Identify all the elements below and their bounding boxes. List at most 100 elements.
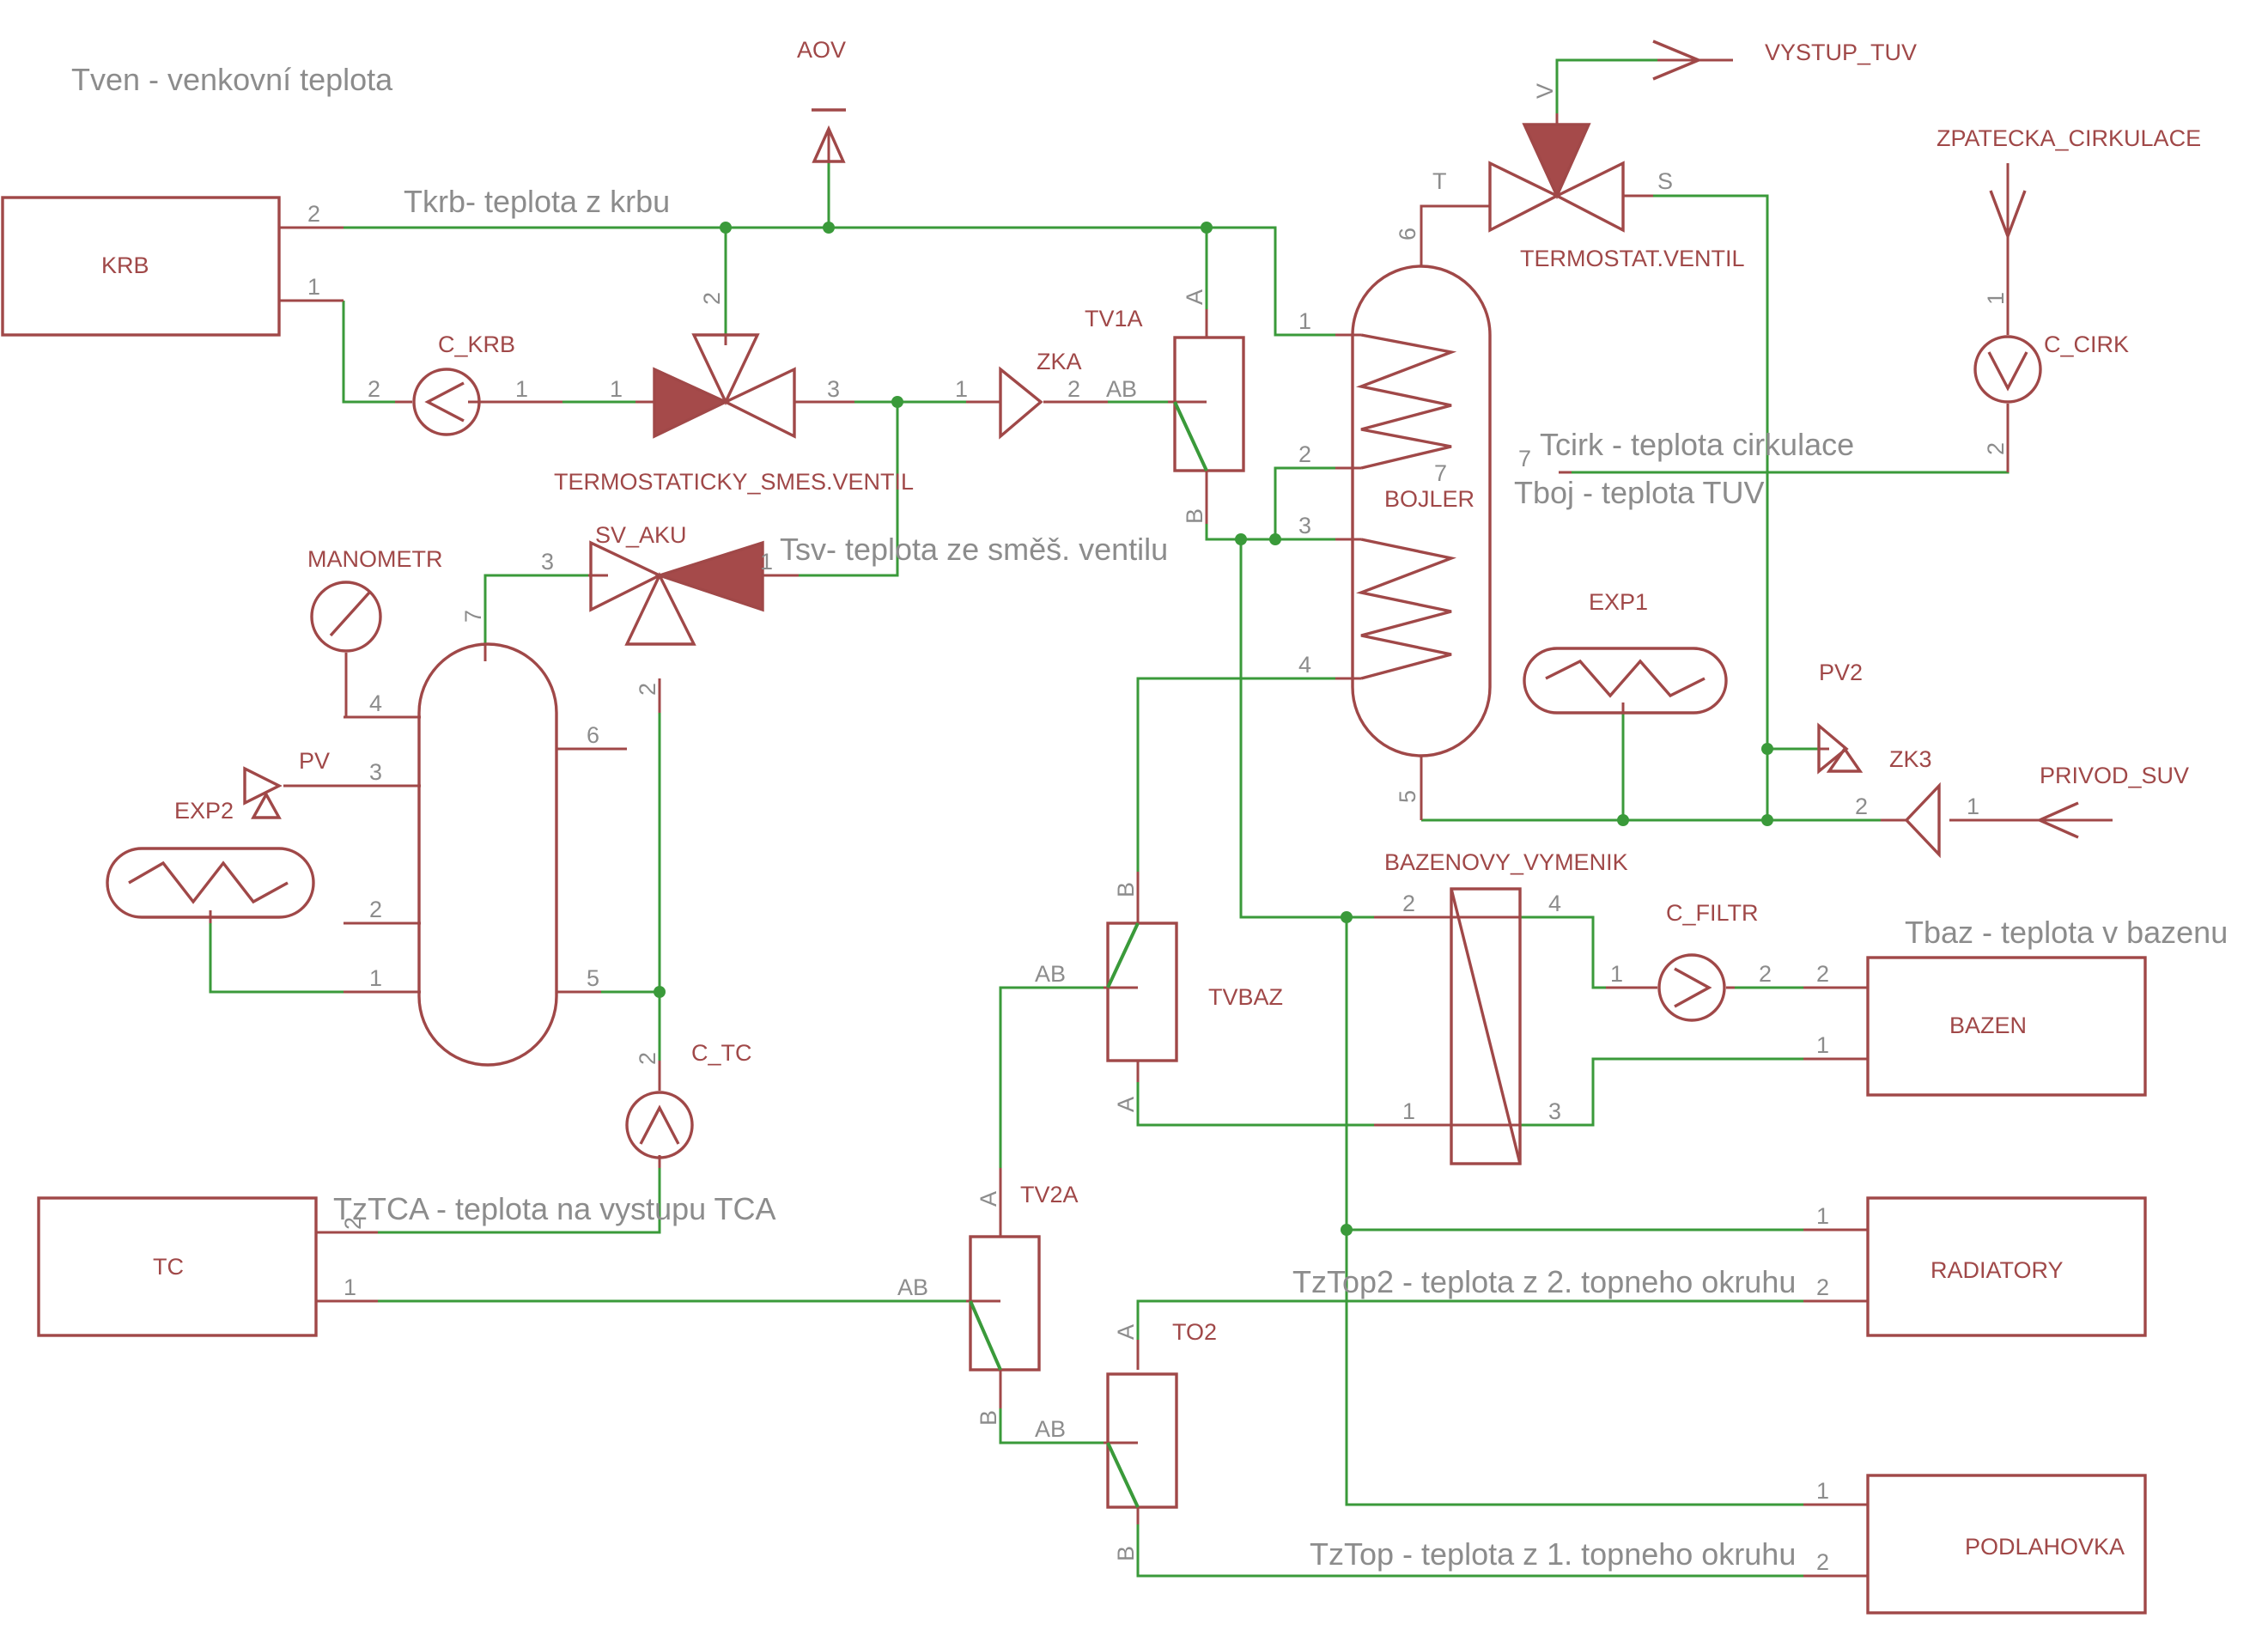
smes-ventil-label: TERMOSTATICKY_SMES.VENTIL — [554, 469, 914, 495]
pin-vym-4: 4 — [1548, 891, 1561, 916]
pin-aku-5: 5 — [587, 965, 599, 991]
pin-term-t: T — [1432, 168, 1447, 194]
bojler-tank — [1351, 265, 1492, 757]
pin-term-v: V — [1532, 83, 1558, 99]
exp1-label: EXP1 — [1589, 589, 1648, 615]
aov-label: AOV — [797, 37, 846, 63]
wire-heating-supply — [1345, 917, 1829, 1506]
pin-vym-3: 3 — [1548, 1098, 1561, 1124]
c-cirk-pump — [1973, 335, 2042, 404]
pin-aku-7: 7 — [460, 610, 486, 623]
c-filtr-label: C_FILTR — [1666, 900, 1759, 926]
note-tbaz: Tbaz - teplota v bazenu — [1905, 915, 2228, 950]
wire-aku-7 — [483, 574, 588, 644]
exp2-label: EXP2 — [174, 798, 234, 824]
pin-aku-1: 1 — [369, 965, 382, 991]
leads — [209, 113, 2018, 1578]
pin-term-s: S — [1657, 168, 1673, 194]
pv-valve — [243, 766, 283, 819]
pv2-label: PV2 — [1819, 660, 1863, 685]
zpatecka-cirkulace-label: ZPATECKA_CIRKULACE — [1937, 125, 2201, 151]
note-tztop2: TzTop2 - teplota z 2. topneho okruhu — [1292, 1264, 1796, 1299]
pin-tvbaz-a: A — [1113, 1097, 1139, 1112]
pin-cfiltr-2: 2 — [1759, 961, 1772, 987]
bazen-block: BAZEN — [1866, 956, 2147, 1097]
pin-svaku-2: 2 — [635, 683, 660, 696]
tv1a-valve — [1173, 336, 1245, 472]
sv-aku-label: SV_AKU — [595, 522, 687, 548]
to2-valve — [1106, 1372, 1178, 1509]
wire-vym-2 — [1239, 539, 1374, 919]
wire-tvbaz-ab — [999, 986, 1104, 1168]
wire-vym-3 — [1520, 1057, 1868, 1127]
wire-krb-return — [342, 301, 395, 404]
pin-ccirk-2: 2 — [1983, 442, 2009, 455]
tv2a-label: TV2A — [1020, 1182, 1079, 1207]
pin-tv2a-a: A — [976, 1191, 1001, 1207]
pin-smes-3: 3 — [827, 376, 840, 402]
pin-vym-1: 1 — [1402, 1098, 1415, 1124]
note-tven: Tven - venkovní teplota — [71, 62, 393, 97]
pin-podl-1: 1 — [1816, 1478, 1829, 1504]
pin-tv1a-a: A — [1182, 289, 1207, 305]
wire-tv2a-b — [999, 1408, 1104, 1444]
pin-cfiltr-1: 1 — [1610, 961, 1623, 987]
vystup-tuv-arrow — [1652, 40, 1733, 81]
podlahovka-label: PODLAHOVKA — [1965, 1534, 2125, 1560]
termostat-ventil-label: TERMOSTAT.VENTIL — [1520, 246, 1745, 271]
termostaticky-smes-ventil — [653, 333, 796, 439]
podlahovka-block: PODLAHOVKA — [1866, 1474, 2147, 1615]
bazenovy-vymenik — [1450, 887, 1522, 1165]
c-krb-pump — [412, 368, 481, 436]
wire-tv1a-b — [1205, 524, 1275, 541]
aku-tank — [417, 642, 558, 1067]
privod-suv-label: PRIVOD_SUV — [2040, 763, 2189, 788]
pin-labels: 2 1 2 1 1 2 3 1 2 A AB B 1 2 3 4 5 6 7 T… — [307, 83, 2009, 1575]
note-tkrb: Tkrb- teplota z krbu — [404, 184, 670, 219]
pv-label: PV — [299, 748, 330, 774]
pin-tv2a-ab: AB — [897, 1274, 928, 1300]
wire-to2-b — [1136, 1524, 1829, 1578]
pin-to2-ab: AB — [1035, 1416, 1066, 1442]
wire-to2-a — [1136, 1299, 1829, 1340]
pin-aku-4: 4 — [369, 690, 382, 716]
pin-smes-1: 1 — [610, 376, 623, 402]
zka-label: ZKA — [1037, 349, 1082, 374]
tc-block: TC — [37, 1196, 318, 1337]
note-tcirk: Tcirk - teplota cirkulace — [1540, 427, 1854, 462]
pin-svaku-1: 1 — [760, 549, 773, 575]
pin-aku-3: 3 — [369, 759, 382, 785]
note-tsv: Tsv- teplota ze směš. ventilu — [780, 532, 1168, 567]
c-filtr-pump — [1657, 953, 1726, 1022]
wire-vystup — [1555, 58, 1657, 113]
pin-boj-2: 2 — [1298, 441, 1311, 467]
bazenovy-vymenik-label: BAZENOVY_VYMENIK — [1384, 849, 1628, 875]
zka-check-valve — [999, 366, 1043, 440]
c-tc-pump — [625, 1091, 694, 1159]
pin-zk3-2: 2 — [1855, 794, 1868, 819]
note-tztca: TzTCA - teplota na vystupu TCA — [333, 1191, 776, 1226]
wire-term-s — [1653, 194, 1769, 820]
pin-tc-1: 1 — [344, 1274, 356, 1300]
to2-label: TO2 — [1172, 1319, 1217, 1345]
pin-boj-7: 7 — [1434, 460, 1447, 486]
pin-boj-4: 4 — [1298, 652, 1311, 678]
pin-to2-b: B — [1113, 1546, 1139, 1561]
zpatecka-arrow — [1989, 163, 2027, 240]
bazen-label: BAZEN — [1949, 1013, 2027, 1038]
note-tztop: TzTop - teplota z 1. topneho okruhu — [1310, 1536, 1796, 1572]
sv-aku-valve — [589, 540, 764, 646]
vystup-tuv-label: VYSTUP_TUV — [1765, 40, 1917, 65]
pin-tv2a-b: B — [976, 1410, 1001, 1426]
pin-boj-6: 6 — [1395, 228, 1420, 240]
c-krb-label: C_KRB — [438, 331, 515, 357]
aov-symbol — [812, 108, 846, 163]
pin-to2-a: A — [1113, 1324, 1139, 1340]
wire-boj-2 — [1274, 466, 1335, 539]
pin-tv1a-b: B — [1182, 508, 1207, 524]
manometr-label: MANOMETR — [307, 546, 443, 572]
pin-rad-2: 2 — [1816, 1274, 1829, 1300]
pin-rad-1: 1 — [1816, 1203, 1829, 1229]
pin-zk3-1: 1 — [1967, 794, 1979, 819]
